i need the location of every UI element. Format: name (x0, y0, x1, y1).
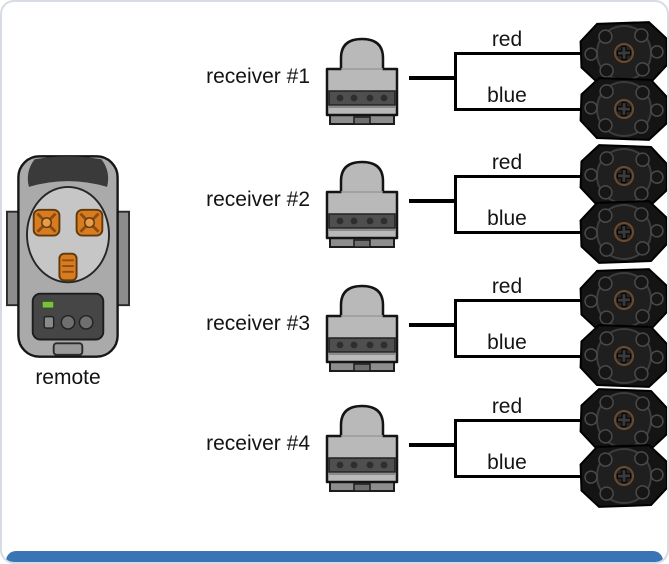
ir-receiver-icon (318, 27, 406, 127)
footer-bar (6, 551, 663, 562)
wire-red (454, 175, 580, 178)
wire-branch (454, 299, 457, 358)
remote-label: remote (35, 366, 101, 389)
wire-stub (409, 323, 457, 327)
channel-red-label: red (491, 275, 523, 298)
wire-red (454, 52, 580, 55)
receiver-label: receiver #2 (206, 188, 310, 211)
wire-branch (454, 175, 457, 234)
wire-branch (454, 419, 457, 478)
channel-red-label: red (491, 151, 523, 174)
ir-receiver-icon (318, 394, 406, 494)
wire-branch (454, 52, 457, 111)
receiver-label: receiver #1 (206, 65, 310, 88)
ir-receiver-icon (318, 150, 406, 250)
wire-stub (409, 443, 457, 447)
wire-blue (454, 355, 580, 358)
receiver-label: receiver #4 (206, 432, 310, 455)
channel-blue-label: blue (487, 84, 527, 107)
wire-blue (454, 231, 580, 234)
channel-red-label: red (491, 28, 523, 51)
channel-blue-label: blue (487, 451, 527, 474)
wire-red (454, 299, 580, 302)
receiver-label: receiver #3 (206, 312, 310, 335)
wire-red (454, 419, 580, 422)
wire-stub (409, 76, 457, 80)
channel-blue-label: blue (487, 331, 527, 354)
pf-remote-icon (6, 148, 130, 366)
pf-motor-icon (577, 441, 669, 510)
ir-receiver-icon (318, 274, 406, 374)
pf-motor-icon (577, 197, 669, 266)
channel-blue-label: blue (487, 207, 527, 230)
pf-motor-icon (577, 74, 669, 143)
channel-red-label: red (491, 395, 523, 418)
wire-blue (454, 108, 580, 111)
pf-motor-icon (577, 321, 669, 390)
wire-stub (409, 199, 457, 203)
wire-blue (454, 475, 580, 478)
